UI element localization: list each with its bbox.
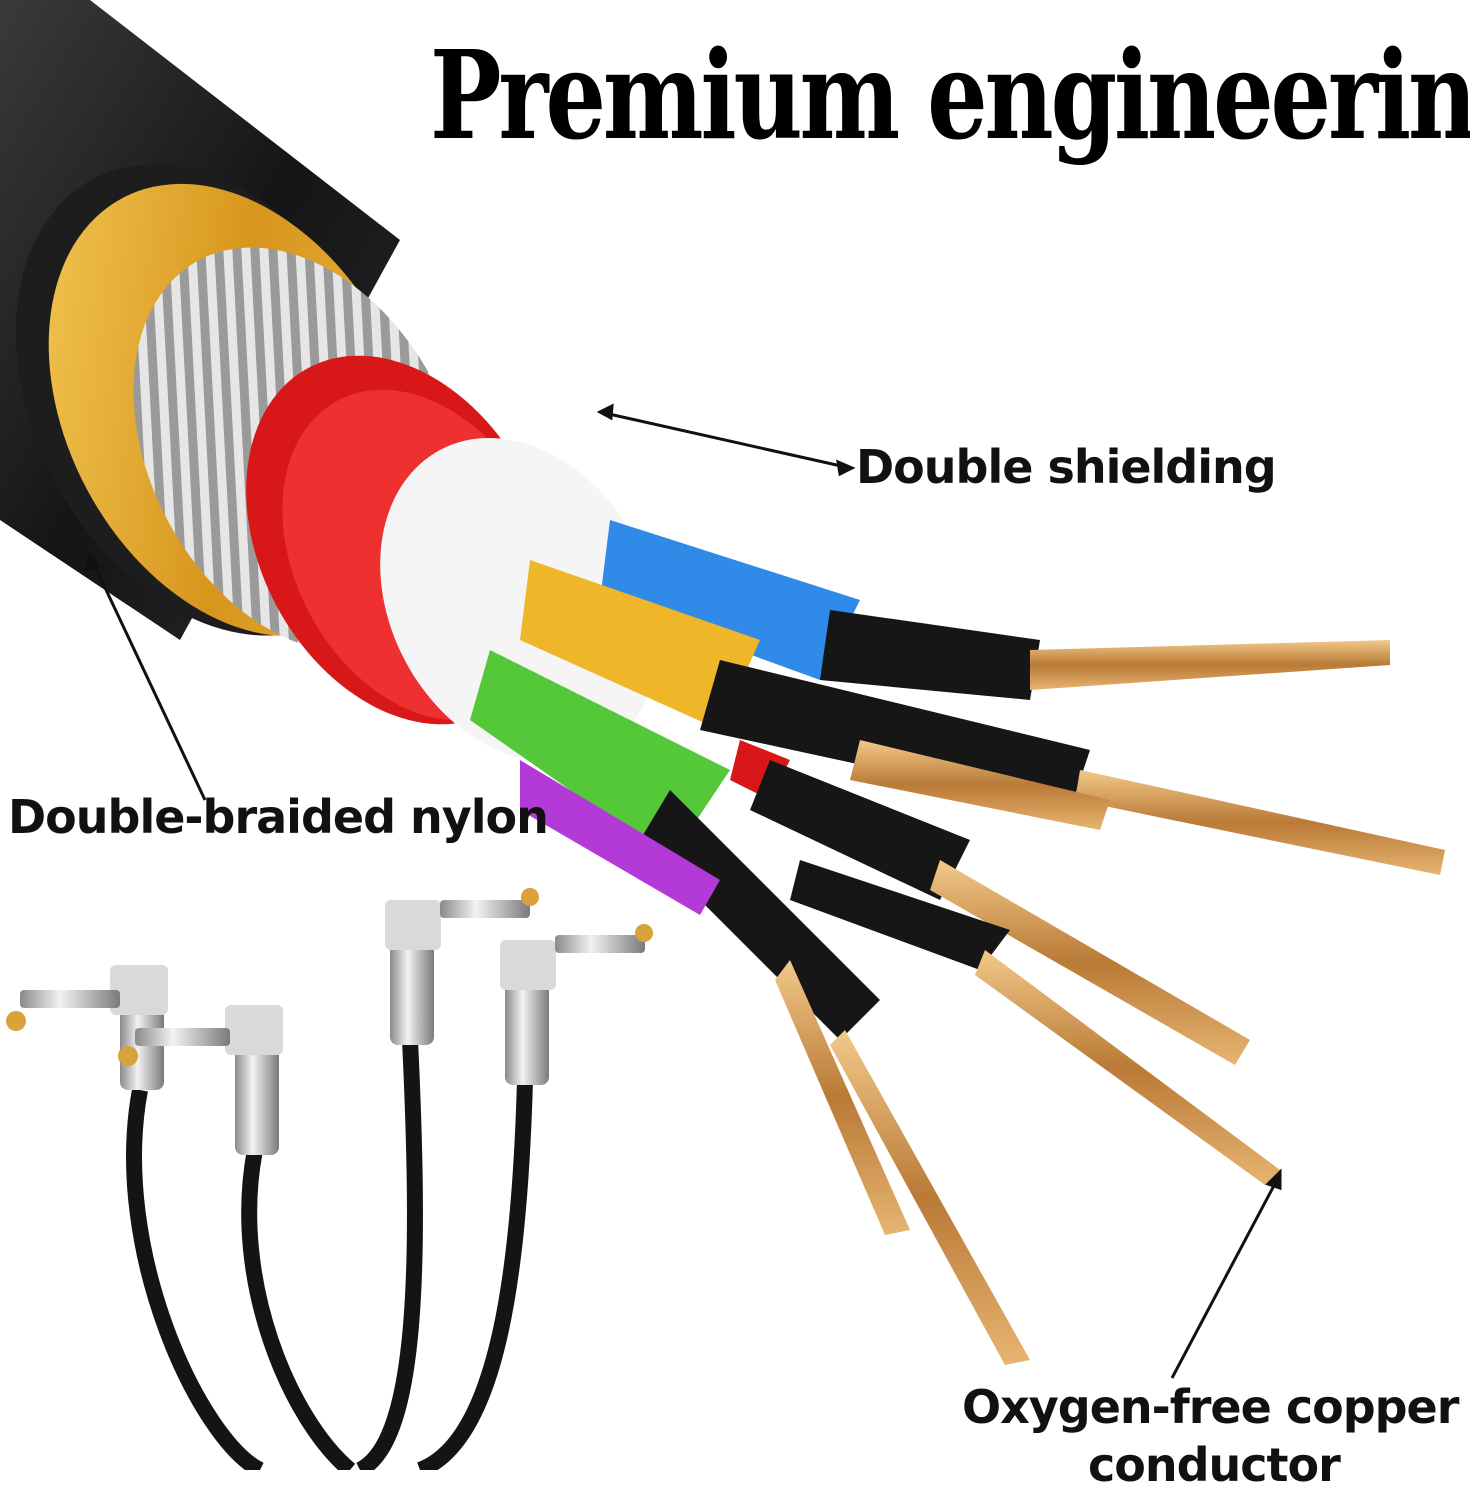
- callout-arrows: [83, 403, 1282, 1379]
- patch-cable-left: [6, 965, 356, 1470]
- callout-double-shielding: Double shielding: [856, 440, 1277, 494]
- inner-wires: [470, 520, 1445, 1365]
- callout-oxygen-free-copper: Oxygen-free copper: [962, 1380, 1459, 1434]
- callout-double-braided-nylon: Double-braided nylon: [8, 790, 549, 844]
- patch-cable-right: [355, 888, 653, 1470]
- headline: Premium engineering: [430, 23, 1470, 167]
- white-insulator: [380, 437, 660, 763]
- callout-conductor: conductor: [1088, 1438, 1341, 1492]
